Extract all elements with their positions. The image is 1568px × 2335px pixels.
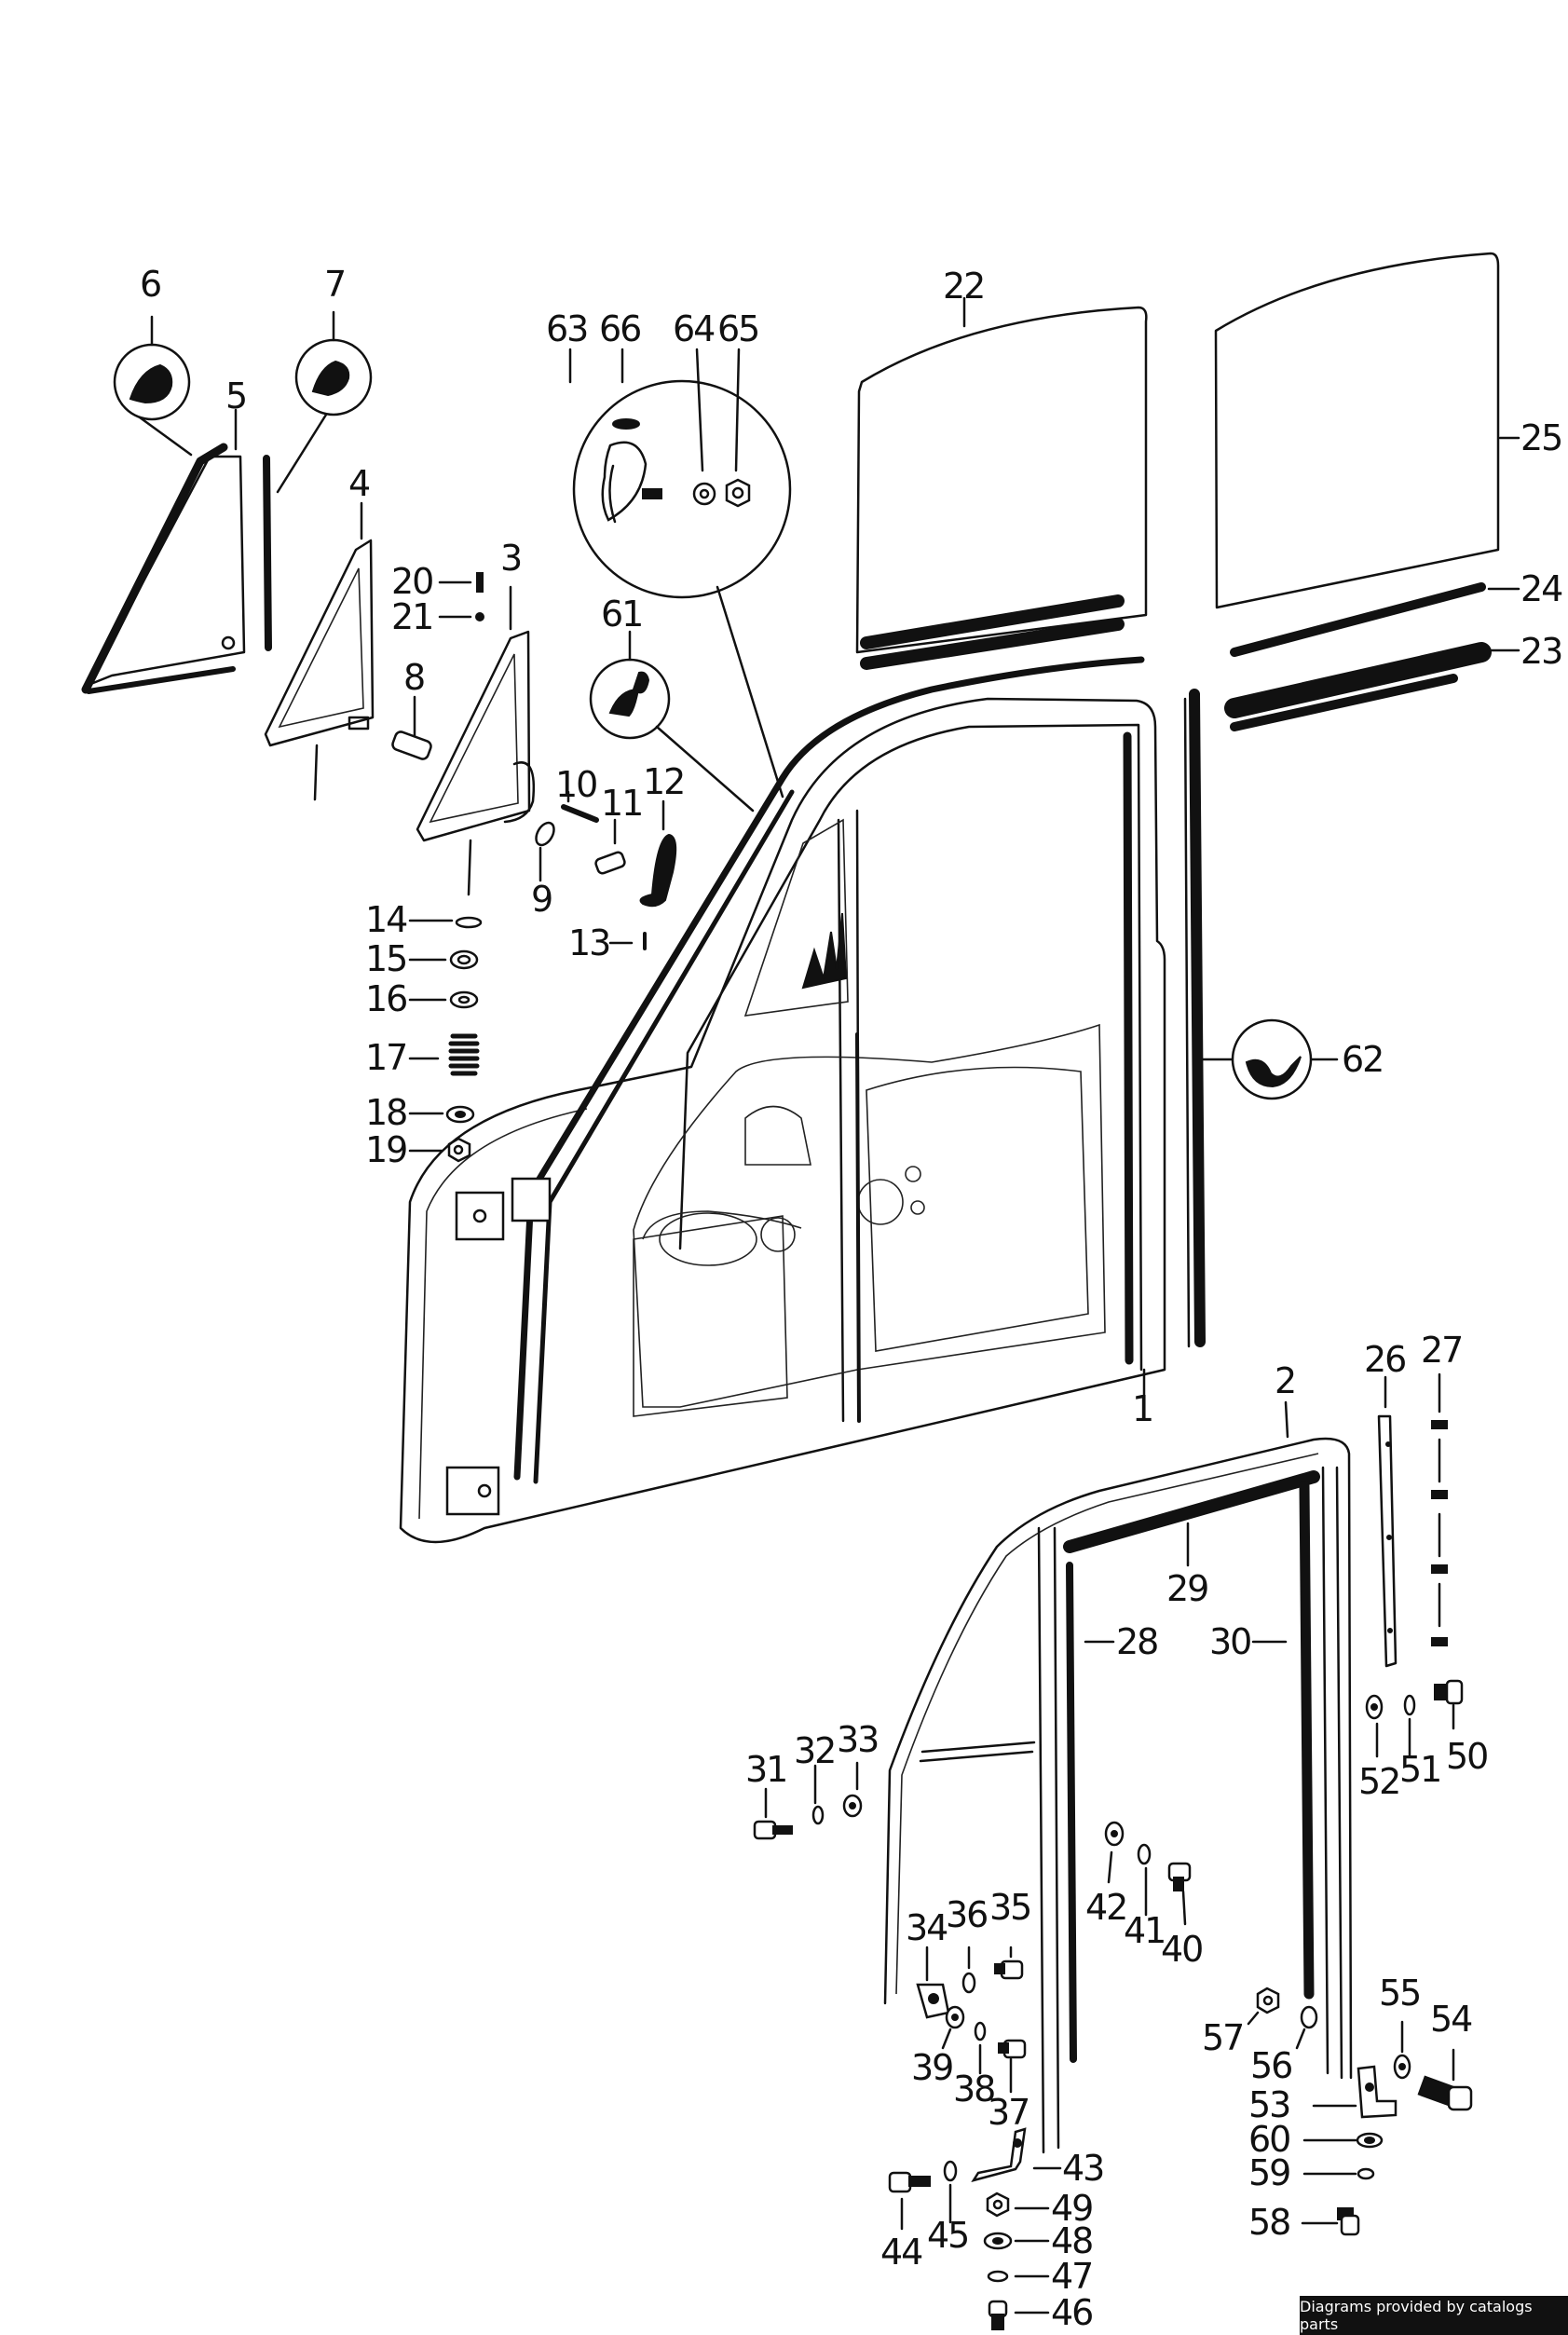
label-47: 47 xyxy=(1051,2256,1092,2297)
label-66: 66 xyxy=(599,308,640,349)
label-44: 44 xyxy=(880,2232,922,2273)
part-7-seal-detail xyxy=(276,310,373,494)
label-29: 29 xyxy=(1166,1568,1207,1609)
parts-43-49-bracket xyxy=(888,2127,1062,2330)
parts-53-60-bracket xyxy=(1247,1987,1473,2236)
label-18: 18 xyxy=(365,1092,406,1133)
parts-14-19-washer-stack xyxy=(408,916,483,1163)
parts-31-33-fasteners xyxy=(753,1761,863,1840)
label-55: 55 xyxy=(1379,1973,1420,2014)
label-33: 33 xyxy=(837,1719,878,1760)
label-10: 10 xyxy=(555,764,596,805)
label-28: 28 xyxy=(1116,1621,1157,1662)
label-13: 13 xyxy=(568,922,609,963)
parts-34-39-bracket xyxy=(916,1946,1027,2094)
label-17: 17 xyxy=(365,1037,406,1078)
label-54: 54 xyxy=(1430,1999,1472,2040)
part-5-vent-glass xyxy=(81,408,246,694)
label-12: 12 xyxy=(643,761,684,802)
parts-20-21-pin xyxy=(438,572,484,621)
label-49: 49 xyxy=(1051,2188,1092,2229)
part-7-seal-strip xyxy=(263,455,272,651)
label-62: 62 xyxy=(1342,1039,1383,1080)
parts-50-52-fasteners xyxy=(1365,1679,1464,1758)
label-37: 37 xyxy=(988,2092,1029,2133)
part-27-screws xyxy=(1431,1372,1448,1646)
label-24: 24 xyxy=(1520,568,1562,609)
label-61: 61 xyxy=(601,594,642,635)
label-60: 60 xyxy=(1248,2119,1289,2160)
part-6-seal-detail xyxy=(113,315,193,457)
label-26: 26 xyxy=(1364,1339,1405,1380)
label-53: 53 xyxy=(1248,2084,1289,2125)
label-11: 11 xyxy=(601,783,642,824)
label-8: 8 xyxy=(403,657,424,698)
label-58: 58 xyxy=(1248,2202,1289,2243)
label-39: 39 xyxy=(911,2047,952,2088)
label-41: 41 xyxy=(1124,1910,1165,1951)
parts-63-66-detail xyxy=(568,348,792,799)
label-46: 46 xyxy=(1051,2292,1092,2333)
part-1-door-shell xyxy=(399,656,1166,1544)
label-40: 40 xyxy=(1161,1929,1202,1970)
label-45: 45 xyxy=(927,2215,968,2256)
credit-text: Diagrams provided by catalogs parts xyxy=(1300,2298,1533,2333)
label-23: 23 xyxy=(1520,631,1561,672)
label-14: 14 xyxy=(365,899,407,940)
label-25: 25 xyxy=(1520,417,1561,458)
label-32: 32 xyxy=(794,1730,835,1771)
label-65: 65 xyxy=(717,308,758,349)
label-4: 4 xyxy=(348,463,370,504)
label-3: 3 xyxy=(500,538,521,579)
part-23-glass-channel xyxy=(1224,642,1520,731)
part-26-strip xyxy=(1377,1375,1398,1668)
label-2: 2 xyxy=(1275,1360,1295,1401)
label-19: 19 xyxy=(365,1129,406,1170)
credit-footer: Diagrams provided by catalogs parts xyxy=(1300,2296,1568,2335)
label-5: 5 xyxy=(225,376,246,416)
label-42: 42 xyxy=(1085,1887,1126,1928)
part-22-window-glass xyxy=(855,296,1148,670)
part-25-window-glass xyxy=(1214,252,1520,609)
label-21: 21 xyxy=(391,596,432,637)
label-63: 63 xyxy=(546,308,587,349)
label-20: 20 xyxy=(391,561,432,602)
part-4-vent-frame xyxy=(264,501,375,801)
label-22: 22 xyxy=(943,266,984,307)
label-31: 31 xyxy=(745,1749,786,1790)
label-27: 27 xyxy=(1421,1330,1462,1371)
label-9: 9 xyxy=(531,879,552,920)
label-38: 38 xyxy=(953,2069,994,2110)
label-50: 50 xyxy=(1446,1736,1487,1777)
label-43: 43 xyxy=(1062,2148,1103,2189)
label-48: 48 xyxy=(1051,2220,1092,2261)
label-16: 16 xyxy=(365,978,406,1019)
label-64: 64 xyxy=(673,308,715,349)
label-57: 57 xyxy=(1202,2017,1243,2058)
label-36: 36 xyxy=(946,1894,987,1935)
label-34: 34 xyxy=(906,1907,948,1948)
label-56: 56 xyxy=(1250,2045,1291,2086)
label-15: 15 xyxy=(365,938,406,979)
part-2-door-frame xyxy=(883,1400,1353,2154)
label-30: 30 xyxy=(1209,1621,1250,1662)
part-number-labels: 1 2 3 4 5 6 7 8 9 10 11 12 13 14 15 16 1… xyxy=(140,264,1564,2333)
label-59: 59 xyxy=(1248,2152,1289,2193)
part-8-bolt xyxy=(391,695,432,760)
label-1: 1 xyxy=(1132,1388,1152,1429)
part-3-vent-frame xyxy=(416,585,535,896)
label-51: 51 xyxy=(1399,1749,1440,1790)
part-24-glass-channel xyxy=(1230,582,1520,657)
parts-9-13-handle xyxy=(535,790,677,950)
parts-40-42-fasteners xyxy=(1104,1821,1192,1926)
label-52: 52 xyxy=(1358,1761,1399,1802)
part-62-seal-detail xyxy=(1183,689,1339,1348)
label-6: 6 xyxy=(140,264,160,305)
label-35: 35 xyxy=(989,1887,1030,1928)
part-61-seal-detail xyxy=(589,630,755,812)
label-7: 7 xyxy=(324,264,345,305)
